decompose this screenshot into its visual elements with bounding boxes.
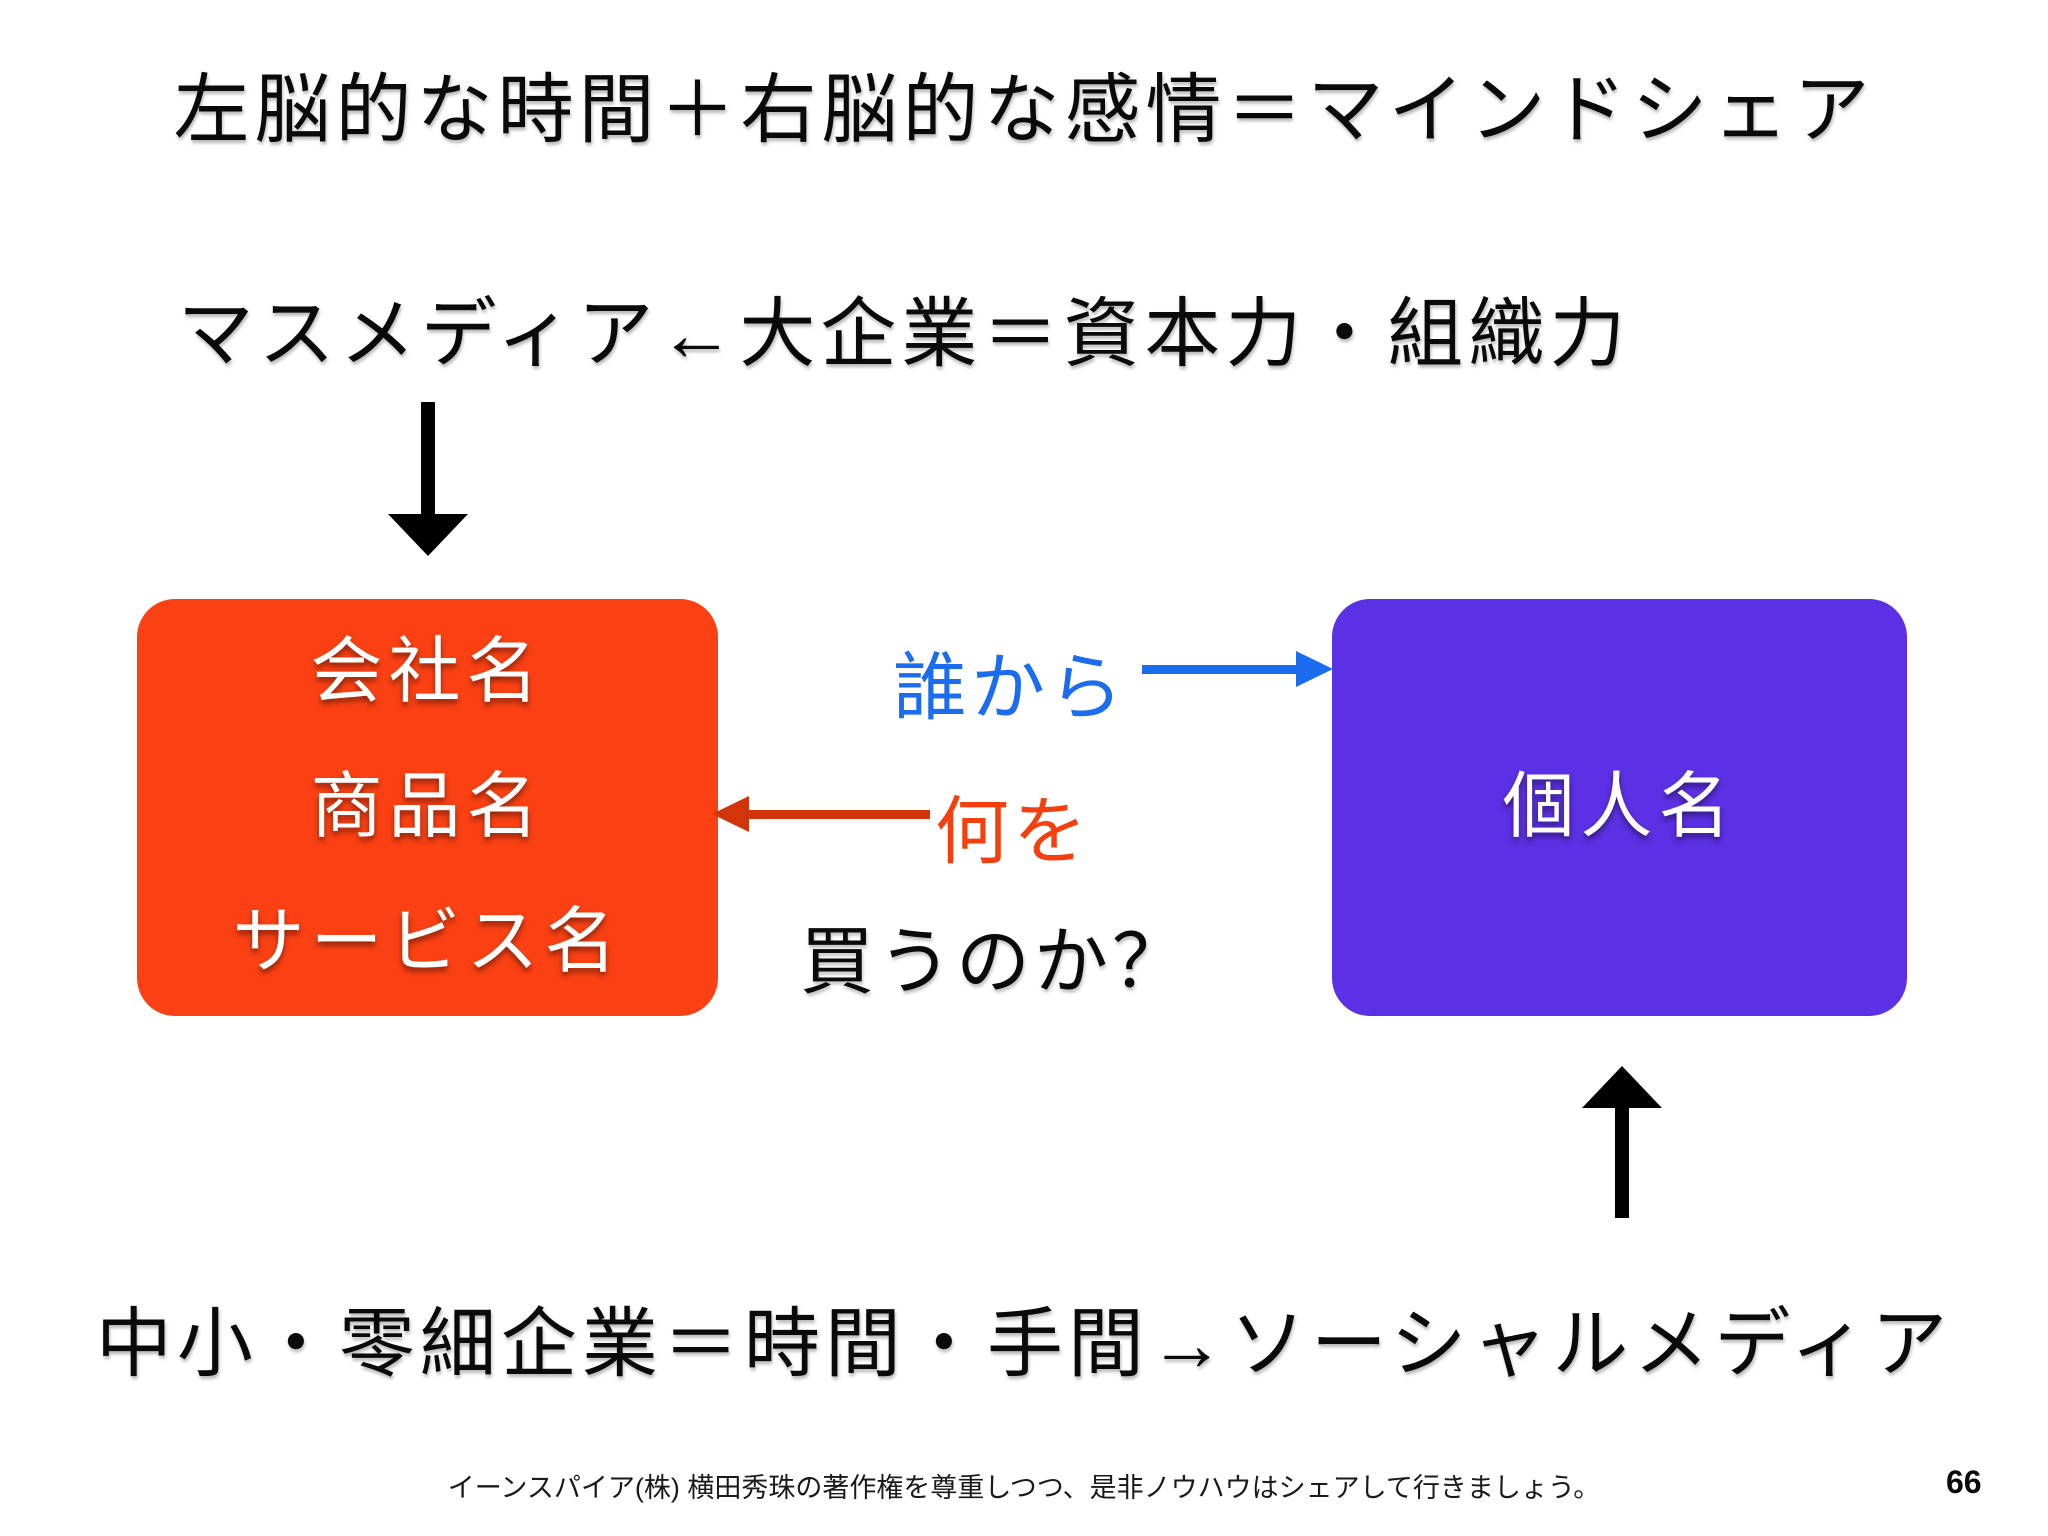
what-label: 何を (935, 790, 1091, 873)
buy-question-label: 買うのか？ (800, 920, 1190, 1003)
sme-equation-text: 中小・零細企業＝時間・手間→ソーシャルメディア (95, 1302, 1953, 1387)
company-box-line-3: サービス名 (232, 902, 623, 982)
right-arrow-head (1296, 651, 1333, 687)
company-box: 会社名 商品名 サービス名 (137, 599, 718, 1016)
down-arrow-stem (421, 402, 435, 516)
right-arrow-line (1142, 665, 1300, 674)
mass-media-equation-text: マスメディア←大企業＝資本力・組織力 (177, 292, 1631, 377)
company-box-line-1: 会社名 (310, 632, 545, 712)
page-number: 66 (1946, 1464, 1982, 1500)
person-box: 個人名 (1332, 599, 1907, 1016)
person-box-label: 個人名 (1502, 767, 1737, 847)
left-arrow-line (746, 810, 930, 819)
left-arrow-head (712, 796, 749, 832)
down-arrow-head (388, 514, 468, 556)
slide-title: 左脳的な時間＋右脳的な感情＝マインドシェア (173, 68, 1875, 153)
who-from-label: 誰から (893, 646, 1127, 729)
up-arrow-stem (1615, 1106, 1629, 1218)
company-box-line-2: 商品名 (310, 767, 545, 847)
footer-credit-text: イーンスパイア(株) 横田秀珠の著作権を尊重しつつ、是非ノウハウはシェアして行き… (447, 1473, 1601, 1503)
up-arrow-head (1582, 1066, 1662, 1108)
